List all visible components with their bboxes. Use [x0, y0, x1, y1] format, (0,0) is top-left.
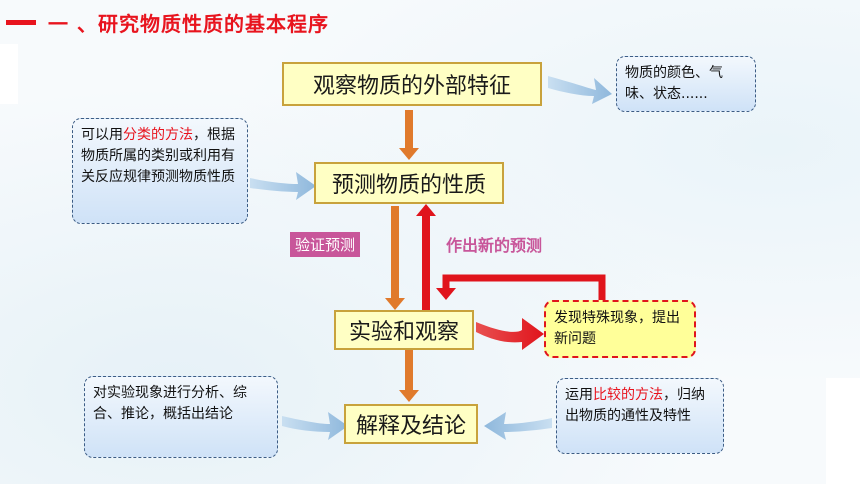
arrow-experiment-to-predict: [416, 204, 436, 310]
arrow-experiment-to-conclusion: [399, 350, 419, 402]
note-compare-highlight: 比较的方法: [593, 387, 663, 403]
arrow-observe-to-hint: [548, 76, 612, 104]
note-observe-hint-text: 物质的颜色、气味、状态......: [625, 65, 723, 102]
note-compare: 运用比较的方法，归纳出物质的通性及特性: [556, 378, 724, 454]
step-predict-text: 预测物质的性质: [331, 173, 486, 198]
step-conclusion: 解释及结论: [344, 404, 478, 444]
note-analysis: 对实验现象进行分析、综合、推论，概括出结论: [84, 376, 278, 458]
step-observe-text: 观察物质的外部特征: [312, 74, 511, 99]
note-special-finding: 发现特殊现象，提出新问题: [544, 300, 696, 358]
arrow-compare-to-conclusion: [484, 412, 552, 440]
note-compare-suffix: ，归纳出物质的通性及特性: [565, 387, 705, 424]
arrow-observe-to-predict: [399, 110, 419, 160]
note-special-text: 发现特殊现象，提出新问题: [554, 310, 680, 347]
note-predict-suffix: ，根据物质所属的类别或利用有关反应规律预测物质性质: [81, 127, 235, 185]
left-white-panel: [0, 44, 18, 104]
label-verify: 验证预测: [290, 232, 361, 257]
right-white-panel: [826, 378, 860, 484]
arrow-analysis-to-conclusion: [282, 412, 348, 440]
slide-title: 一 、研究物质性质的基本程序: [0, 0, 329, 44]
note-predict-prefix: 可以用: [81, 127, 123, 143]
arrow-special-loop: [436, 274, 606, 300]
label-new-prediction: 作出新的预测: [446, 236, 543, 255]
arrow-experiment-to-special: [476, 318, 544, 350]
note-predict-highlight: 分类的方法: [123, 127, 193, 143]
arrow-hint-to-predict: [250, 172, 316, 200]
note-analysis-text: 对实验现象进行分析、综合、推论，概括出结论: [93, 385, 247, 422]
step-conclusion-text: 解释及结论: [355, 414, 466, 439]
title-dash: [6, 19, 36, 25]
note-predict-hint: 可以用分类的方法，根据物质所属的类别或利用有关反应规律预测物质性质: [72, 118, 248, 224]
note-observe-hint: 物质的颜色、气味、状态......: [616, 56, 756, 112]
arrow-predict-to-experiment: [385, 206, 405, 310]
slide-title-text: 一 、研究物质性质的基本程序: [48, 11, 329, 36]
step-experiment: 实验和观察: [334, 310, 474, 350]
step-predict: 预测物质的性质: [314, 162, 504, 204]
step-observe: 观察物质的外部特征: [282, 62, 542, 106]
note-compare-prefix: 运用: [565, 387, 593, 403]
step-experiment-text: 实验和观察: [348, 320, 459, 345]
